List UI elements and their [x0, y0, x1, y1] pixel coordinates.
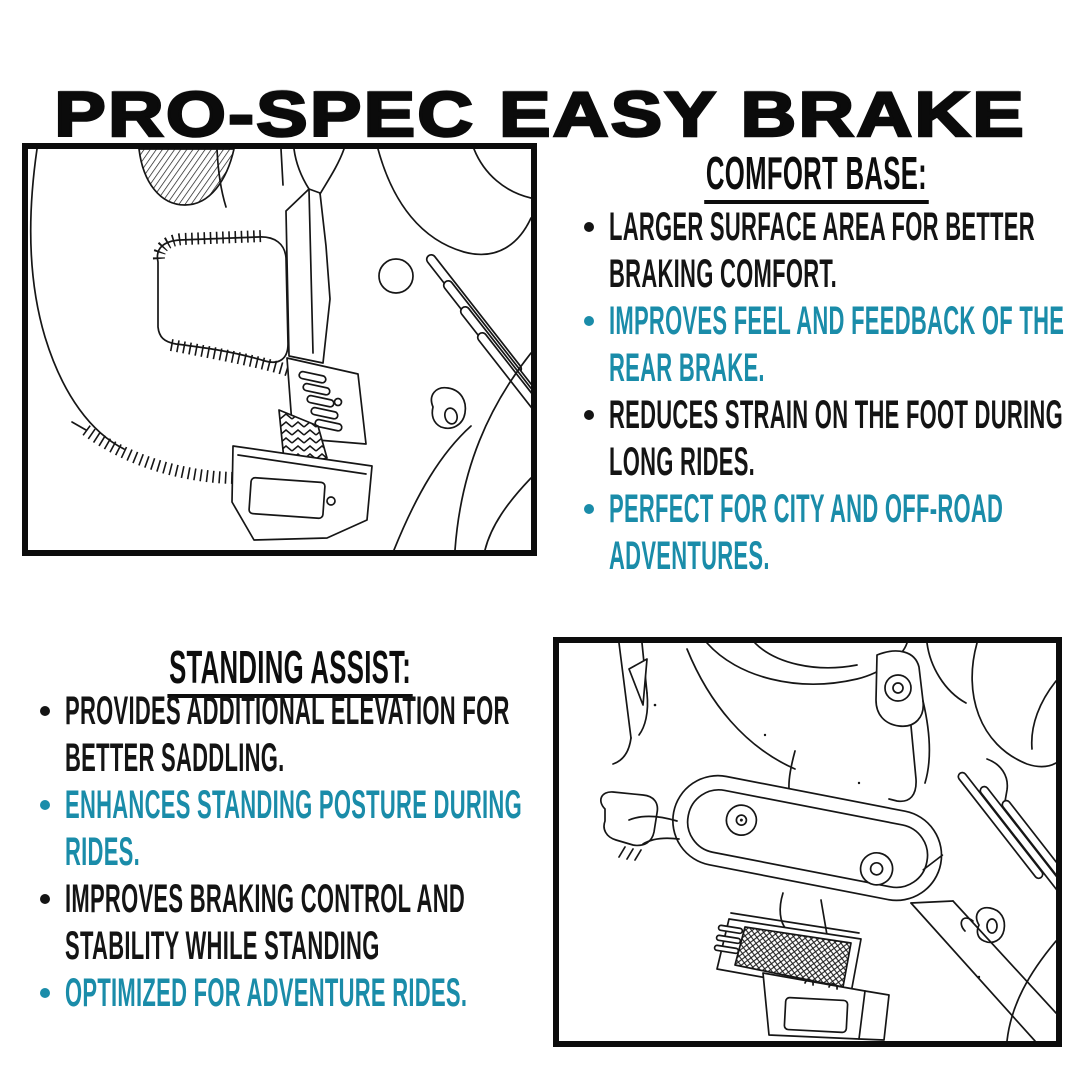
comfort-base-section: COMFORT BASE: LARGER SURFACE AREA FOR BE…	[566, 150, 1066, 580]
comfort-base-heading-text: COMFORT BASE:	[703, 150, 929, 204]
bullet-text: PROVIDES ADDITIONAL ELEVATION FOR BETTER…	[65, 689, 510, 780]
bullet-dot	[584, 504, 594, 514]
bullet-text: ENHANCES STANDING POSTURE DURING RIDES.	[65, 783, 522, 874]
bullet-dot	[584, 410, 594, 420]
bullet-dot	[40, 706, 50, 716]
standing-assist-heading: STANDING ASSIST:	[30, 644, 550, 698]
bullet-text: PERFECT FOR CITY AND OFF-ROAD ADVENTURES…	[609, 487, 1004, 578]
bullet-text: OPTIMIZED FOR ADVENTURE RIDES.	[65, 971, 468, 1015]
standing-assist-section: STANDING ASSIST: PROVIDES ADDITIONAL ELE…	[30, 644, 550, 1017]
comfort-base-heading: COMFORT BASE:	[566, 150, 1066, 204]
bullet-item: OPTIMIZED FOR ADVENTURE RIDES.	[30, 970, 550, 1017]
comfort-base-image-frame	[22, 143, 537, 556]
bullet-text: IMPROVES FEEL AND FEEDBACK OF THE REAR B…	[609, 299, 1065, 390]
standing-assist-heading-text: STANDING ASSIST:	[167, 644, 413, 698]
page-title: PRO-SPEC EASY BRAKE	[0, 80, 1080, 150]
standing-assist-list: PROVIDES ADDITIONAL ELEVATION FOR BETTER…	[30, 688, 550, 1017]
bullet-item: ENHANCES STANDING POSTURE DURING RIDES.	[30, 782, 550, 876]
bullet-dot	[40, 800, 50, 810]
brake-pedal-standing-assist-illustration	[600, 643, 1056, 1041]
comfort-base-list: LARGER SURFACE AREA FOR BETTER BRAKING C…	[566, 204, 1066, 580]
bullet-item: PROVIDES ADDITIONAL ELEVATION FOR BETTER…	[30, 688, 550, 782]
brake-pedal-comfort-base-illustration	[29, 149, 531, 550]
bullet-item: PERFECT FOR CITY AND OFF-ROAD ADVENTURES…	[566, 486, 1066, 580]
bullet-item: IMPROVES FEEL AND FEEDBACK OF THE REAR B…	[566, 298, 1066, 392]
bullet-dot	[584, 222, 594, 232]
bullet-text: REDUCES STRAIN ON THE FOOT DURING LONG R…	[609, 393, 1063, 484]
bullet-dot	[584, 316, 594, 326]
bullet-item: IMPROVES BRAKING CONTROL AND STABILITY W…	[30, 876, 550, 970]
standing-assist-image-frame	[553, 637, 1062, 1047]
bullet-text: LARGER SURFACE AREA FOR BETTER BRAKING C…	[609, 205, 1035, 296]
page-title-text: PRO-SPEC EASY BRAKE	[53, 80, 1026, 150]
bullet-dot	[40, 894, 50, 904]
bullet-item: REDUCES STRAIN ON THE FOOT DURING LONG R…	[566, 392, 1066, 486]
bullet-item: LARGER SURFACE AREA FOR BETTER BRAKING C…	[566, 204, 1066, 298]
bullet-dot	[40, 988, 50, 998]
bullet-text: IMPROVES BRAKING CONTROL AND STABILITY W…	[65, 877, 466, 968]
